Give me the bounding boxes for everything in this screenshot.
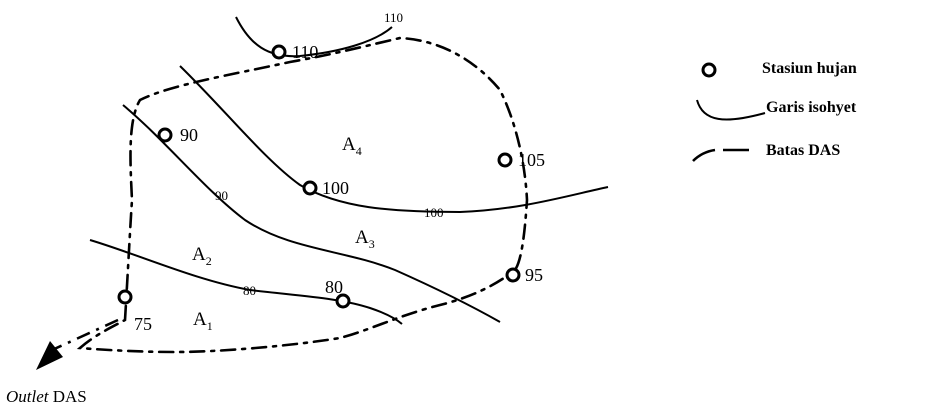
- station-label-95: 95: [525, 265, 543, 285]
- area-label-a2: A2: [192, 244, 212, 268]
- legend: Stasiun hujan Garis isohyet Batas DAS: [692, 60, 857, 162]
- station-label-75: 75: [134, 314, 152, 334]
- isohyet-line-100: [179, 65, 609, 214]
- station-110-icon: [271, 44, 287, 60]
- station-label-105: 105: [518, 150, 545, 170]
- isohyet-label-90: 90: [215, 188, 228, 203]
- watershed-boundary: [76, 36, 529, 354]
- area-label-a1: A1: [193, 309, 213, 333]
- outlet-arrow-icon: [36, 341, 63, 370]
- isohyet-line-90: [122, 104, 501, 323]
- outlet-arrow-line: [51, 318, 119, 352]
- legend-isohyet-label: Garis isohyet: [766, 99, 857, 116]
- station-label-80: 80: [325, 277, 343, 297]
- legend-station-label: Stasiun hujan: [762, 60, 857, 77]
- station-label-90: 90: [180, 125, 198, 145]
- station-75-icon: [117, 289, 133, 305]
- legend-station-icon: [701, 62, 717, 78]
- isohyet-label-80: 80: [243, 283, 256, 298]
- isohyet-line-110: [235, 16, 393, 58]
- station-label-110: 110: [292, 42, 318, 62]
- station-100-icon: [302, 180, 318, 196]
- area-label-a3: A3: [355, 227, 375, 251]
- station-80-icon: [335, 293, 351, 309]
- legend-boundary-label: Batas DAS: [766, 142, 840, 159]
- legend-boundary-icon: [692, 148, 716, 162]
- isohyet-label-110: 110: [384, 10, 403, 25]
- isohyet-line-80: [89, 239, 403, 325]
- station-105-icon: [497, 152, 513, 168]
- outlet-label: Outlet DAS: [6, 387, 87, 406]
- station-95-icon: [505, 267, 521, 283]
- station-90-icon: [157, 127, 173, 143]
- area-label-a4: A4: [342, 134, 362, 158]
- isohyet-label-100: 100: [424, 205, 444, 220]
- legend-isohyet-icon: [696, 99, 766, 121]
- station-label-100: 100: [322, 178, 349, 198]
